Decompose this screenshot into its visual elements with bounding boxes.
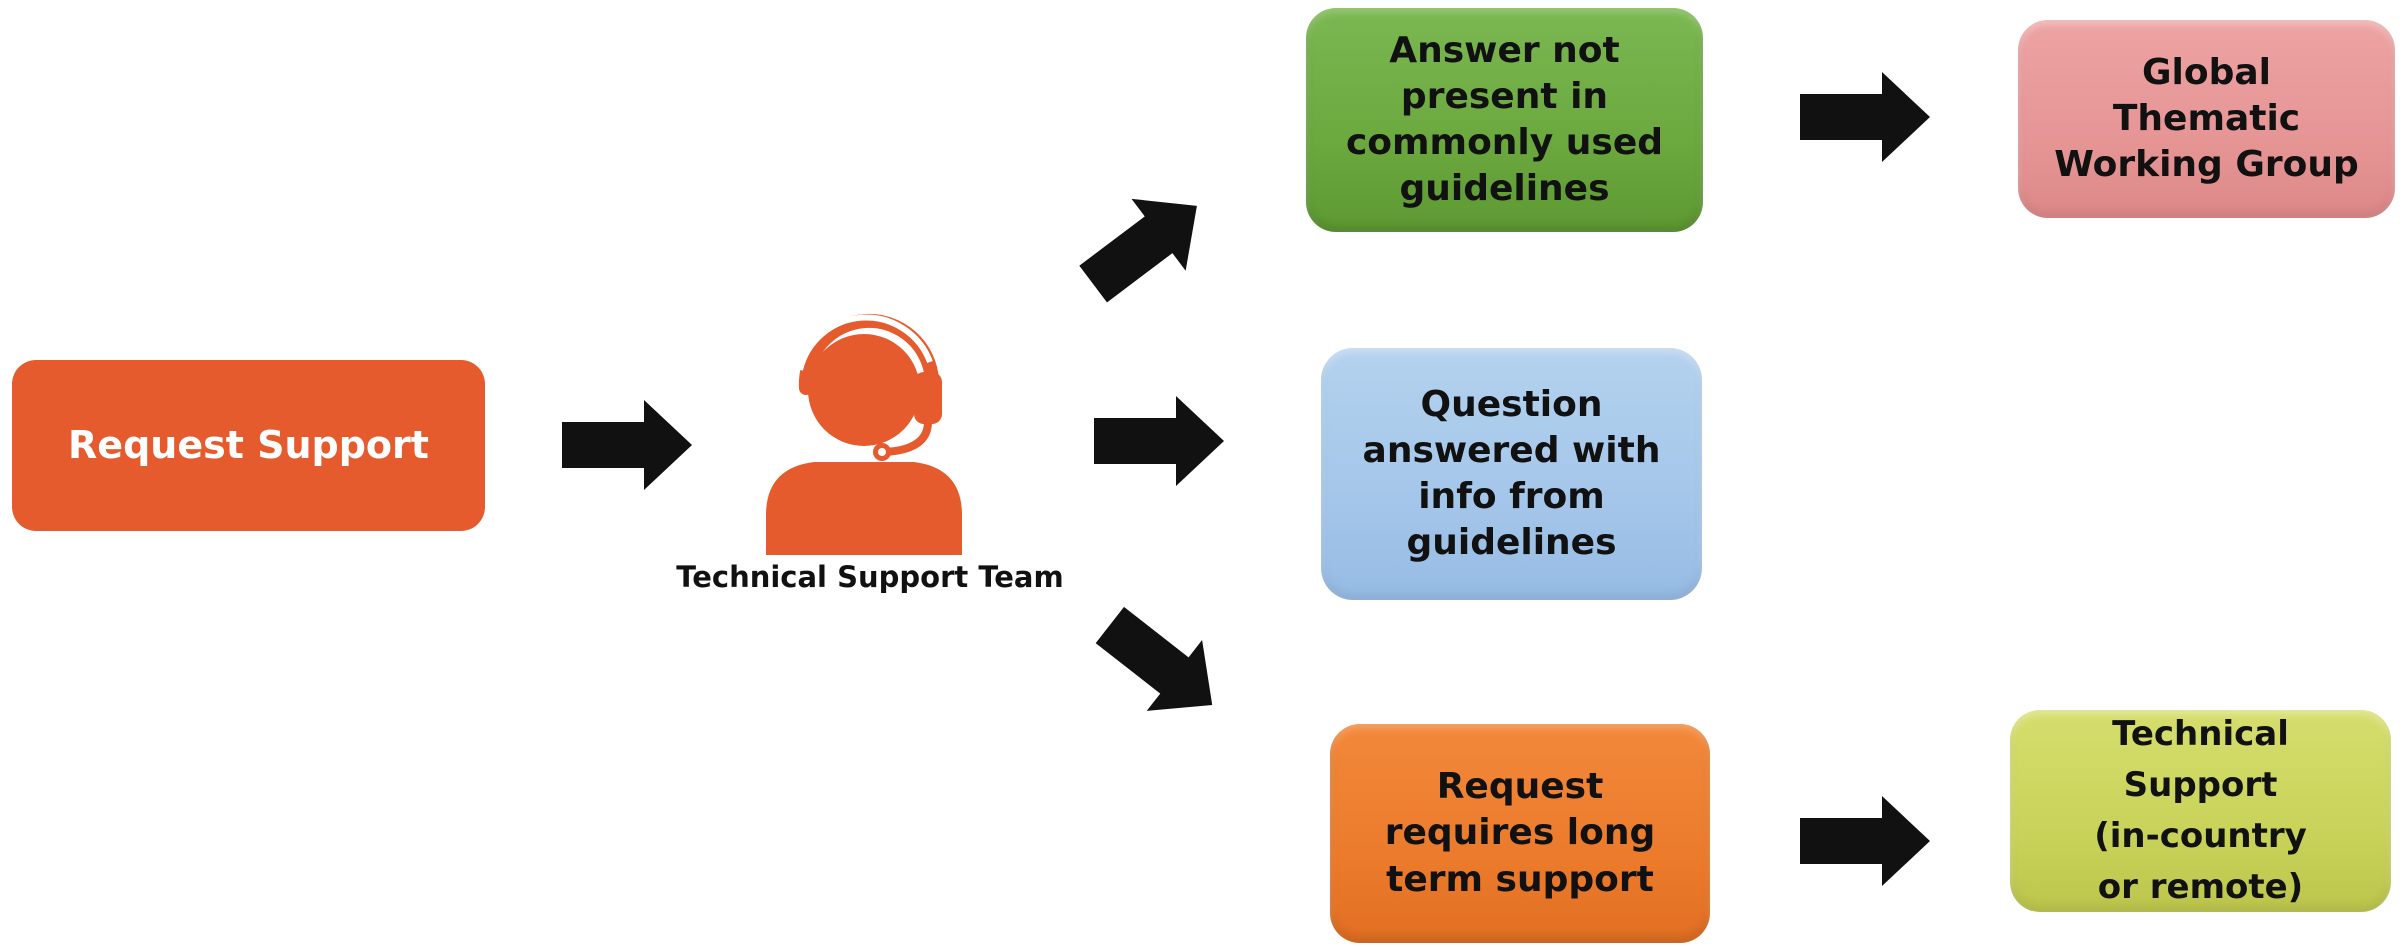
arrow-request-to-team — [562, 400, 692, 490]
global-thematic-line: Thematic — [2112, 97, 2301, 139]
request-support-node: Request Support — [12, 360, 485, 531]
technical-support-country-line: Support — [2123, 765, 2278, 805]
question-answered-line: answered with — [1362, 429, 1661, 471]
arrow-team-to-answer-not-present — [1079, 198, 1197, 303]
question-answered-line: info from — [1418, 476, 1605, 517]
long-term-support-line: requires long — [1384, 812, 1656, 854]
arrow-team-to-long-term-support — [1095, 606, 1213, 711]
global-thematic-line: Working Group — [2054, 144, 2359, 186]
answer-not-present-node: Answer not present in commonly used guid… — [1306, 8, 1703, 232]
technical-support-country-line: or remote) — [2097, 867, 2304, 907]
long-term-support-line: term support — [1386, 858, 1654, 900]
request-support-label: Request Support — [68, 423, 429, 468]
long-term-support-node: Request requires long term support — [1330, 724, 1710, 943]
arrow-long-term-to-technical-support — [1800, 796, 1930, 886]
long-term-support-line: Request — [1436, 766, 1604, 808]
answer-not-present-line: present in — [1400, 75, 1609, 117]
technical-support-country-line: (in-country — [2094, 816, 2307, 856]
question-answered-line: Question — [1420, 383, 1603, 425]
question-answered-line: guidelines — [1406, 522, 1617, 564]
technical-support-country-line: Technical — [2112, 714, 2289, 754]
customer-support-agent-icon — [766, 313, 962, 555]
technical-support-in-country-node: Technical Support (in-country or remote) — [2010, 710, 2391, 912]
global-thematic-working-group-node: Global Thematic Working Group — [2018, 20, 2395, 218]
arrow-team-to-question-answered — [1094, 396, 1224, 486]
answer-not-present-line: Answer not — [1389, 29, 1620, 71]
answer-not-present-line: commonly used — [1345, 122, 1664, 163]
technical-support-team-label: Technical Support Team — [676, 560, 1064, 594]
answer-not-present-line: guidelines — [1399, 168, 1610, 210]
arrow-answer-to-global-thematic — [1800, 72, 1930, 162]
question-answered-node: Question answered with info from guideli… — [1321, 348, 1702, 600]
global-thematic-line: Global — [2141, 51, 2272, 93]
